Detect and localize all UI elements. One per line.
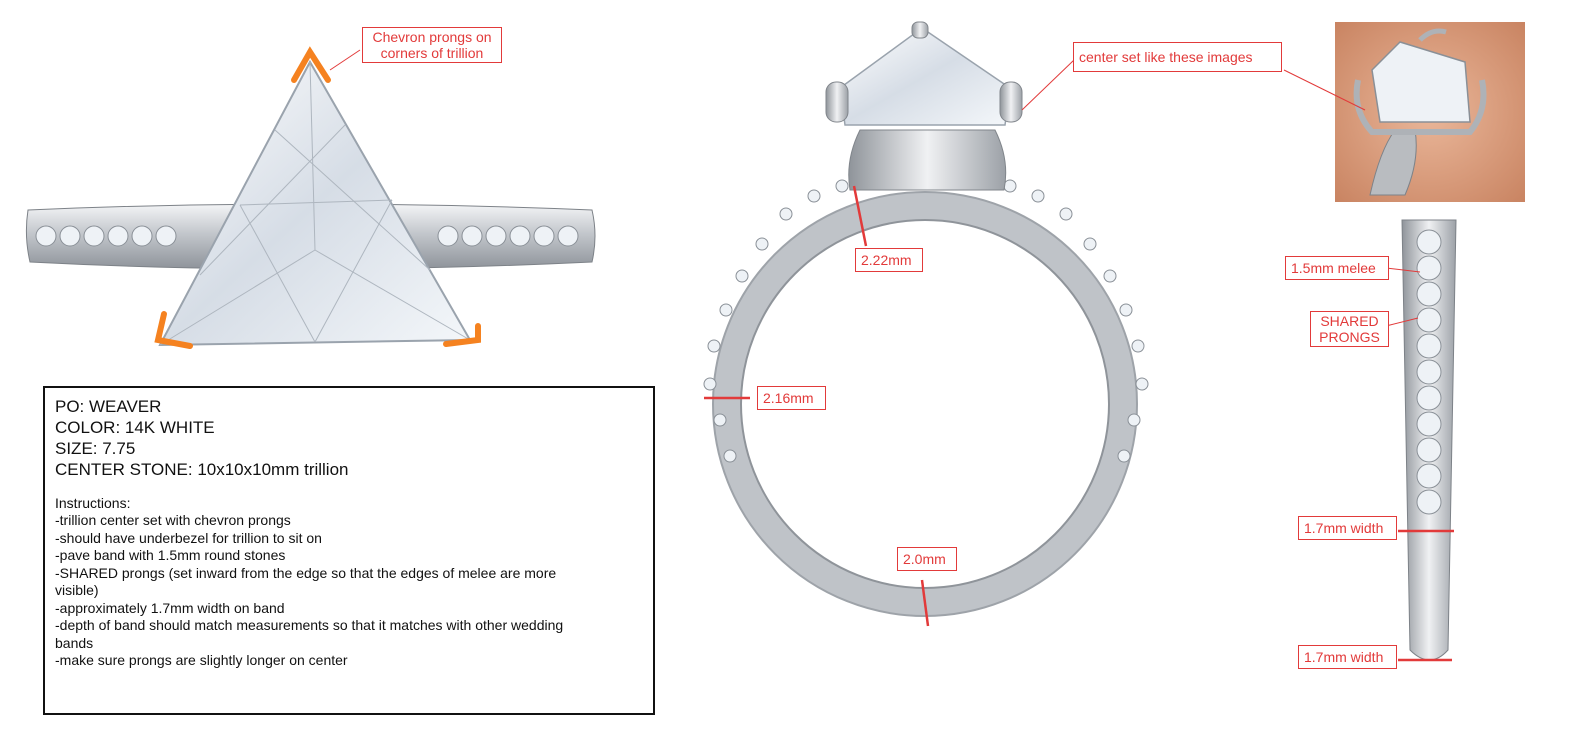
- instruction-line: -should have underbezel for trillion to …: [55, 529, 322, 546]
- band-melee-stones: [1416, 229, 1442, 515]
- measure-lines: [704, 185, 930, 627]
- callout-band-bottom: 2.0mm: [897, 547, 957, 571]
- side-pave-stones: [703, 176, 1149, 463]
- reference-photo: [1335, 22, 1525, 202]
- callout-melee-size: 1.5mm melee: [1285, 256, 1389, 280]
- instruction-line: visible): [55, 582, 99, 598]
- callout-width-top: 1.7mm width: [1298, 516, 1397, 540]
- callout-shared-prongs: SHARED PRONGS: [1310, 311, 1389, 347]
- side-view-ring: [703, 21, 1149, 627]
- instructions-title: Instructions:: [55, 495, 131, 511]
- callout-leaders: [329, 49, 1421, 327]
- callout-text: 1.7mm width: [1304, 649, 1384, 665]
- callout-head-height: 2.22mm: [855, 248, 923, 272]
- callout-text: 2.0mm: [903, 551, 946, 567]
- callout-center-set: center set like these images: [1073, 42, 1282, 72]
- callout-text: center set like these images: [1079, 49, 1253, 65]
- callout-line: Chevron prongs on: [372, 29, 492, 45]
- callout-text: 1.5mm melee: [1291, 260, 1376, 276]
- trillion-center-stone: [158, 59, 472, 347]
- instruction-line: -trillion center set with chevron prongs: [55, 512, 291, 528]
- center-stone-line: CENTER STONE: 10x10x10mm trillion: [55, 460, 349, 479]
- callout-line: PRONGS: [1319, 329, 1380, 345]
- callout-line: SHARED: [1320, 313, 1379, 329]
- instruction-line: bands: [55, 634, 94, 651]
- po-line: PO: WEAVER: [55, 397, 162, 416]
- color-line: COLOR: 14K WHITE: [55, 418, 215, 437]
- instruction-line: -SHARED prongs (set inward from the edge…: [55, 564, 557, 581]
- top-view-ring: [25, 46, 596, 349]
- instruction-line: -pave band with 1.5mm round stones: [55, 547, 286, 563]
- instruction-line: -depth of band should match measurements…: [55, 617, 564, 633]
- callout-text: 1.7mm width: [1304, 520, 1384, 536]
- callout-text: 2.16mm: [763, 390, 814, 406]
- callout-line: corners of trillion: [380, 45, 484, 61]
- chevron-prong-markers: [154, 46, 481, 349]
- callout-band-side: 2.16mm: [757, 386, 826, 410]
- instruction-line: -make sure prongs are slightly longer on…: [55, 652, 348, 668]
- size-line: SIZE: 7.75: [55, 439, 136, 458]
- side-view-head: [825, 21, 1023, 191]
- band-top-view: [1398, 219, 1457, 662]
- spec-box: PO: WEAVER COLOR: 14K WHITE SIZE: 7.75 C…: [43, 386, 655, 715]
- band-pave-stones: [35, 225, 579, 247]
- callout-text: 2.22mm: [861, 252, 912, 268]
- instruction-line: -approximately 1.7mm width on band: [55, 599, 285, 616]
- callout-width-bottom: 1.7mm width: [1298, 645, 1397, 669]
- callout-chevron-prongs: Chevron prongs on corners of trillion: [362, 27, 502, 63]
